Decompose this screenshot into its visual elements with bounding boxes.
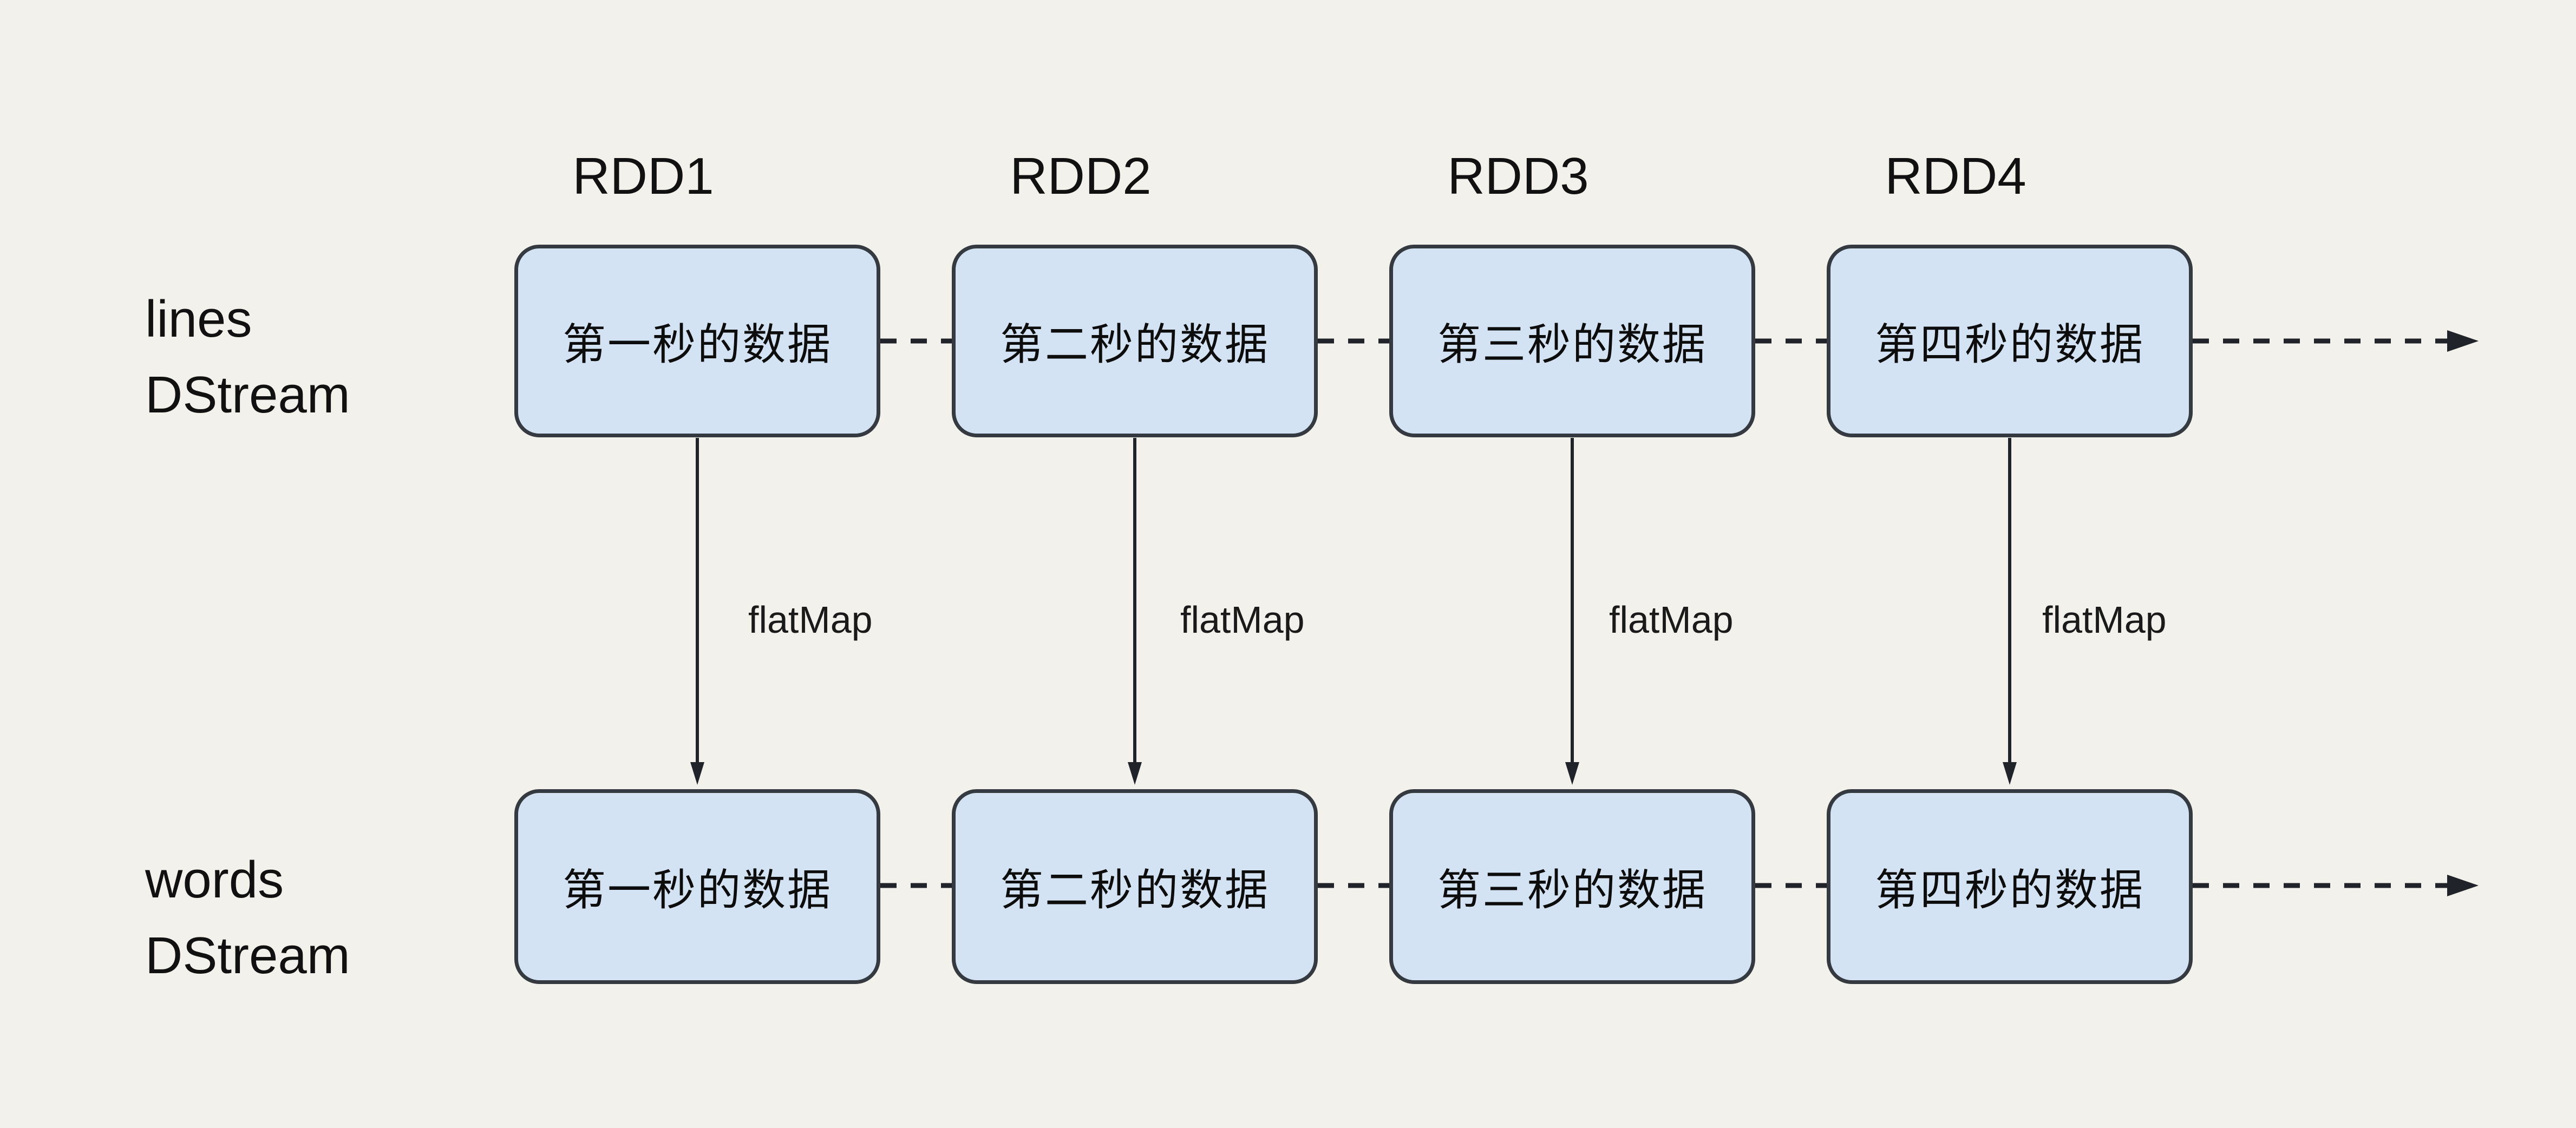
node-text: 第一秒的数据 (563, 320, 832, 369)
flatmap-label: flatMap (1180, 599, 1305, 641)
flatmap-label: flatMap (1609, 599, 1734, 641)
flatmap-label: flatMap (2042, 599, 2167, 641)
rdd-box-lines-4: 第四秒的数据 (1827, 245, 2193, 437)
node-text: 第三秒的数据 (1437, 866, 1707, 914)
rdd-box-words-4: 第四秒的数据 (1827, 789, 2193, 984)
rdd-label: RDD2 (1010, 147, 1152, 205)
rdd-label: RDD1 (572, 147, 714, 205)
row-label-name: words (145, 851, 284, 909)
rdd-box-words-2: 第二秒的数据 (952, 789, 1318, 984)
row-label-type: DStream (145, 927, 350, 985)
rdd-box-lines-1: 第一秒的数据 (514, 245, 880, 437)
rdd-box-lines-2: 第二秒的数据 (952, 245, 1318, 437)
rdd-label: RDD3 (1447, 147, 1589, 205)
flatmap-label: flatMap (748, 599, 873, 641)
node-text: 第二秒的数据 (1000, 866, 1270, 914)
node-text: 第一秒的数据 (563, 866, 832, 914)
lines-dstream-label: lines DStream (145, 281, 350, 433)
row-label-type: DStream (145, 366, 350, 424)
node-text: 第二秒的数据 (1000, 320, 1270, 369)
row-label-name: lines (145, 290, 252, 348)
rdd-box-words-1: 第一秒的数据 (514, 789, 880, 984)
node-text: 第三秒的数据 (1437, 320, 1707, 369)
rdd-box-lines-3: 第三秒的数据 (1389, 245, 1755, 437)
node-text: 第四秒的数据 (1875, 866, 2145, 914)
words-dstream-label: words DStream (145, 842, 350, 994)
rdd-box-words-3: 第三秒的数据 (1389, 789, 1755, 984)
rdd-label: RDD4 (1885, 147, 2026, 205)
node-text: 第四秒的数据 (1875, 320, 2145, 369)
